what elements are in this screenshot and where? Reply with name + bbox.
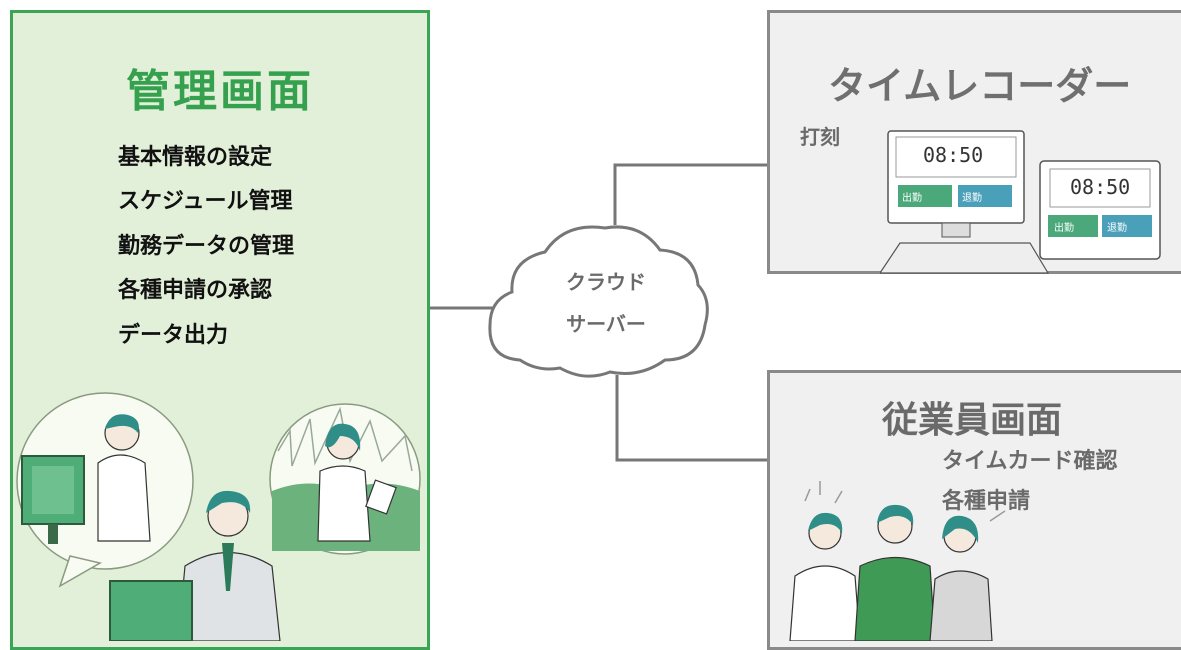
cloud-shape — [488, 225, 709, 378]
admin-feature-attendance: 勤務データの管理 — [118, 234, 295, 259]
monitor-clock: 08:50 — [923, 143, 984, 167]
cloud-label-line2: サーバー — [566, 312, 646, 336]
admin-feature-basic-settings: 基本情報の設定 — [118, 145, 273, 170]
tablet-clock: 08:50 — [1070, 175, 1131, 199]
employee-feature-requests: 各種申請 — [942, 489, 1031, 514]
tablet-clock-out-button: 退勤 — [1107, 223, 1127, 234]
time-clock-devices-illustration — [880, 130, 1161, 274]
employee-title: 従業員画面 — [882, 400, 1063, 441]
admin-feature-approval: 各種申請の承認 — [118, 278, 273, 303]
office-workers-illustration — [16, 392, 421, 641]
tablet-clock-in-button: 出勤 — [1054, 223, 1074, 234]
time-recorder-title: タイムレコーダー — [828, 64, 1132, 108]
cloud-label-line1: クラウド — [566, 270, 646, 294]
admin-title: 管理画面 — [126, 66, 314, 117]
monitor-clock-out-button: 退勤 — [962, 193, 982, 204]
employee-feature-timecard: タイムカード確認 — [942, 449, 1118, 474]
monitor-clock-in-button: 出勤 — [902, 193, 922, 204]
employees-illustration — [789, 481, 1006, 641]
stamp-label: 打刻 — [800, 125, 840, 149]
time-recorder-panel: タイムレコーダー 打刻 08:50 08:50 出勤 退勤 出勤 退勤 — [767, 10, 1181, 274]
connector-lines — [430, 163, 767, 462]
employee-panel: 従業員画面 タイムカード確認 各種申請 — [767, 370, 1181, 650]
admin-feature-export: データ出力 — [118, 323, 229, 348]
admin-feature-schedule: スケジュール管理 — [118, 189, 293, 214]
admin-panel: 管理画面 基本情報の設定 スケジュール管理 勤務データの管理 各種申請の承認 デ… — [10, 10, 430, 650]
